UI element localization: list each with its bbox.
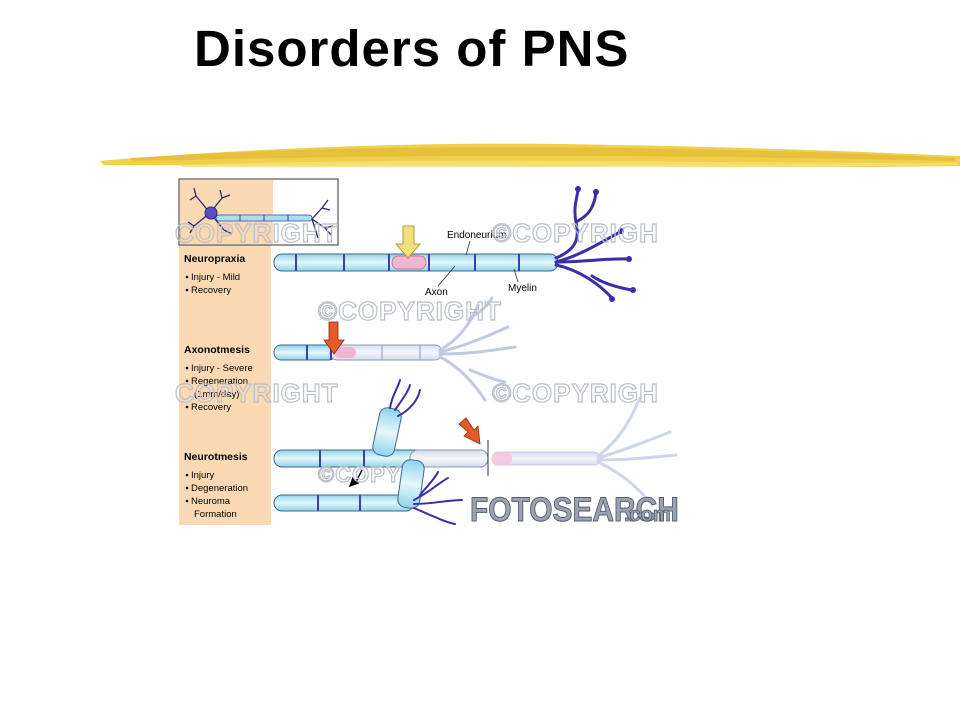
- section-bullet: (1mm/day): [194, 389, 239, 400]
- arrow-degeneration: [348, 469, 363, 488]
- nerve-neuropraxia: [273, 186, 636, 302]
- arrow-transection: [458, 417, 481, 445]
- watermark-copyright: ©COPYRIGH: [492, 378, 659, 408]
- section-bullet: Injury - Mild: [191, 272, 240, 283]
- watermark-copyright: COPYRIGHT: [175, 218, 339, 248]
- section-heading: Axonotmesis: [184, 344, 250, 356]
- section-axonotmesis: Axonotmesis Injury - Severe Regeneration…: [184, 344, 253, 413]
- arrow-severe-injury: [323, 321, 345, 355]
- section-bullet: Formation: [194, 509, 237, 520]
- svg-text:.com: .com: [624, 504, 671, 526]
- section-bullet: Injury: [191, 470, 214, 481]
- watermark-brand: FOTOSEARCH .com: [470, 490, 680, 529]
- nerve-axonotmesis: [273, 296, 517, 402]
- section-bullet: Neuroma: [191, 496, 231, 507]
- arrow-mild-injury: [395, 225, 421, 259]
- watermark-copyright: ©COPYRIGHT: [318, 296, 502, 326]
- section-bullet: Degeneration: [191, 483, 248, 494]
- label-endoneurium: Endoneurium: [447, 230, 506, 241]
- section-bullet: Recovery: [191, 285, 231, 296]
- watermark-copyright: ©COPY: [318, 462, 402, 487]
- svg-text:FOTOSEARCH: FOTOSEARCH: [470, 490, 679, 528]
- slide-title: Disorders of PNS: [194, 20, 630, 77]
- section-heading: Neuropraxia: [184, 253, 245, 265]
- label-myelin: Myelin: [508, 283, 537, 294]
- section-bullet: Regeneration: [191, 376, 248, 387]
- watermark-copyright: COPYRIGHT: [175, 378, 339, 408]
- section-neurotmesis: Neurotmesis Injury Degeneration Neuroma …: [184, 451, 248, 520]
- decorative-brush-stroke: [100, 143, 960, 168]
- section-bullet: Recovery: [191, 402, 231, 413]
- info-panel: [179, 245, 271, 525]
- watermark-copyright: ©COPYRIGH: [492, 218, 659, 248]
- section-neuropraxia: Neuropraxia Injury - Mild Recovery: [184, 253, 245, 296]
- nerve-neurotmesis: [273, 379, 678, 525]
- section-bullet: Injury - Severe: [191, 363, 253, 374]
- section-heading: Neurotmesis: [184, 451, 248, 463]
- label-axon: Axon: [425, 287, 448, 298]
